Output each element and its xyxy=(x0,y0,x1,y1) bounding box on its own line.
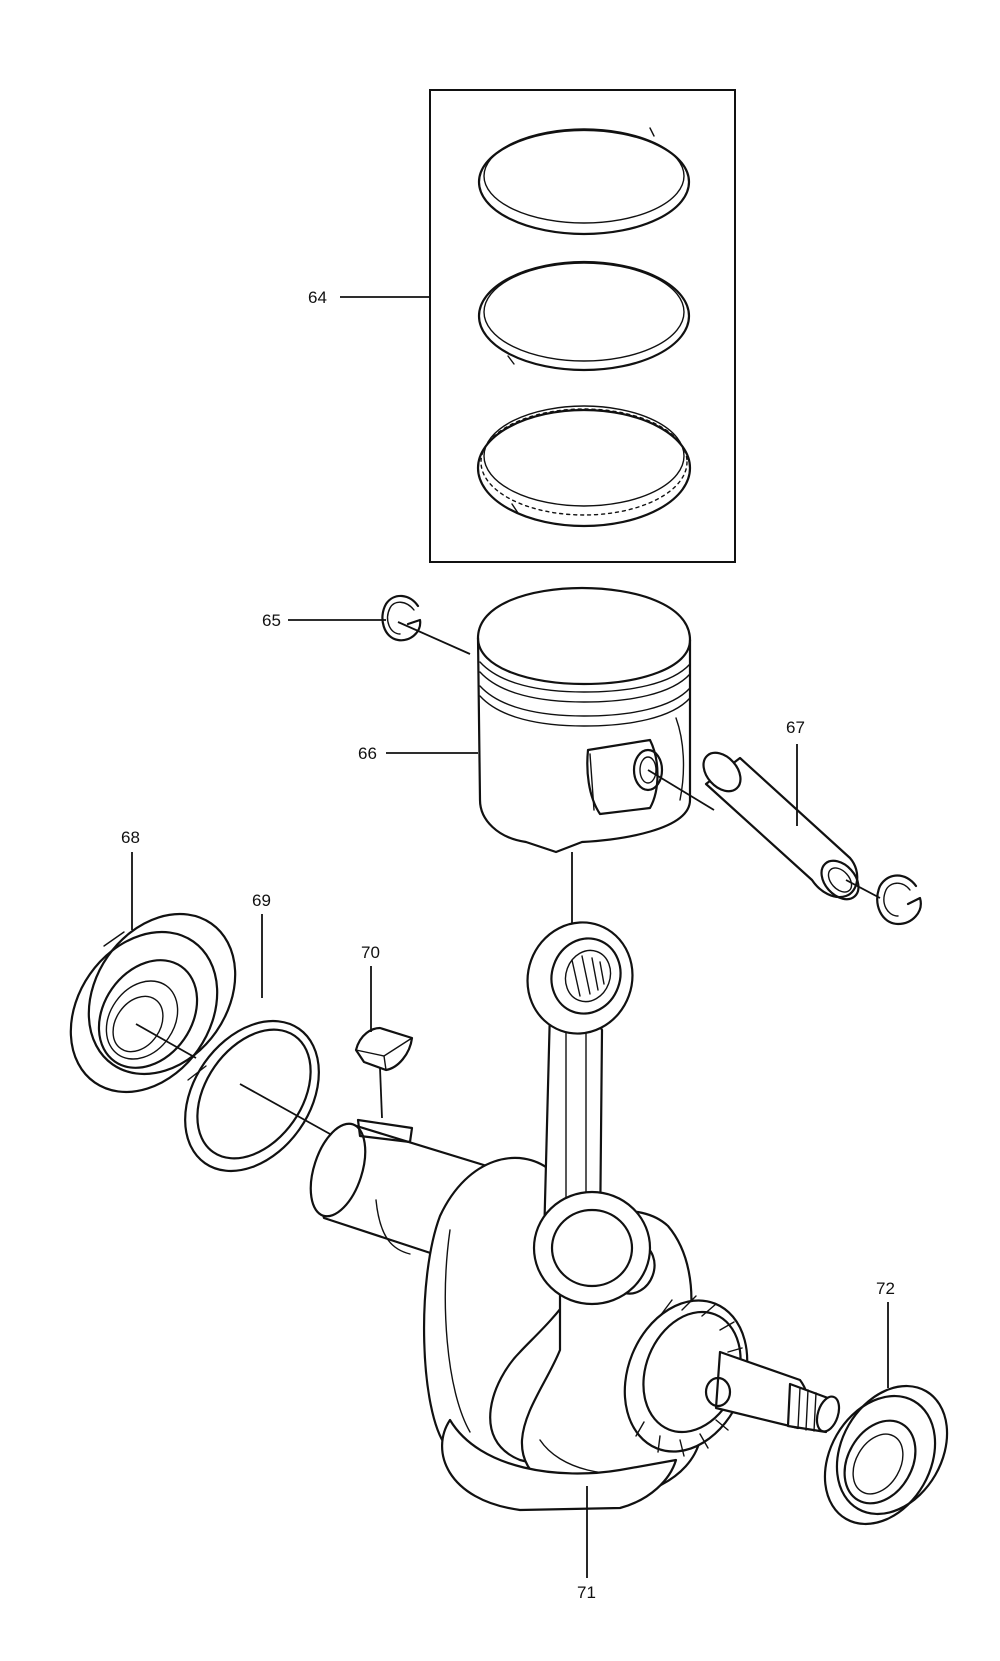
callout-64: 64 xyxy=(308,288,327,307)
callout-66: 66 xyxy=(358,744,377,763)
part-69-washer[interactable] xyxy=(157,996,346,1197)
piston-ring-middle xyxy=(477,260,691,372)
callout-labels: 64 65 66 67 68 69 70 71 72 xyxy=(121,288,895,1602)
part-70-woodruff-key[interactable] xyxy=(354,1026,414,1072)
callout-70: 70 xyxy=(361,943,380,962)
part-67-piston-pin[interactable] xyxy=(696,746,866,907)
ring-set-frame xyxy=(429,89,736,563)
callout-71: 71 xyxy=(577,1583,596,1602)
part-66-piston[interactable] xyxy=(476,586,692,854)
piston-ring-top xyxy=(477,127,691,236)
callout-69: 69 xyxy=(252,891,271,910)
callout-67: 67 xyxy=(786,718,805,737)
assembly-lines xyxy=(135,621,881,1135)
callout-65: 65 xyxy=(262,611,281,630)
callout-leaders xyxy=(131,296,889,1578)
part-68-oil-seal[interactable] xyxy=(41,886,266,1121)
part-64-piston-ring-set[interactable] xyxy=(429,89,736,563)
callout-68: 68 xyxy=(121,828,140,847)
piston-ring-oil xyxy=(476,405,692,528)
part-71-crankshaft[interactable] xyxy=(300,908,843,1512)
part-65-circlip[interactable] xyxy=(381,594,422,642)
circlip-right xyxy=(876,874,922,926)
callout-72: 72 xyxy=(876,1279,895,1298)
part-72-oil-seal[interactable] xyxy=(803,1366,970,1544)
